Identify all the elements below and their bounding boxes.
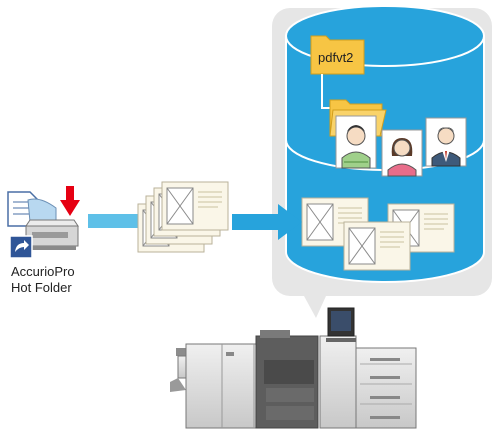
shortcut-label-line1: AccurioPro bbox=[11, 264, 75, 279]
folder-connector bbox=[321, 74, 330, 109]
person-icon bbox=[425, 117, 467, 167]
folder-label: pdfvt2 bbox=[318, 50, 353, 65]
shortcut-arrow-icon[interactable] bbox=[9, 235, 33, 259]
folder-icon bbox=[310, 35, 365, 75]
shortcut-label-line2: Hot Folder bbox=[11, 280, 72, 295]
flow-arrow bbox=[232, 204, 302, 240]
printer-icon bbox=[7, 191, 79, 250]
production-printer-icon bbox=[170, 307, 417, 429]
person-icon bbox=[335, 115, 377, 169]
arrow-down-icon bbox=[60, 186, 80, 216]
stored-document bbox=[343, 221, 411, 271]
document-stack bbox=[137, 181, 229, 253]
person-icon bbox=[381, 129, 423, 177]
flow-bar bbox=[88, 214, 140, 228]
